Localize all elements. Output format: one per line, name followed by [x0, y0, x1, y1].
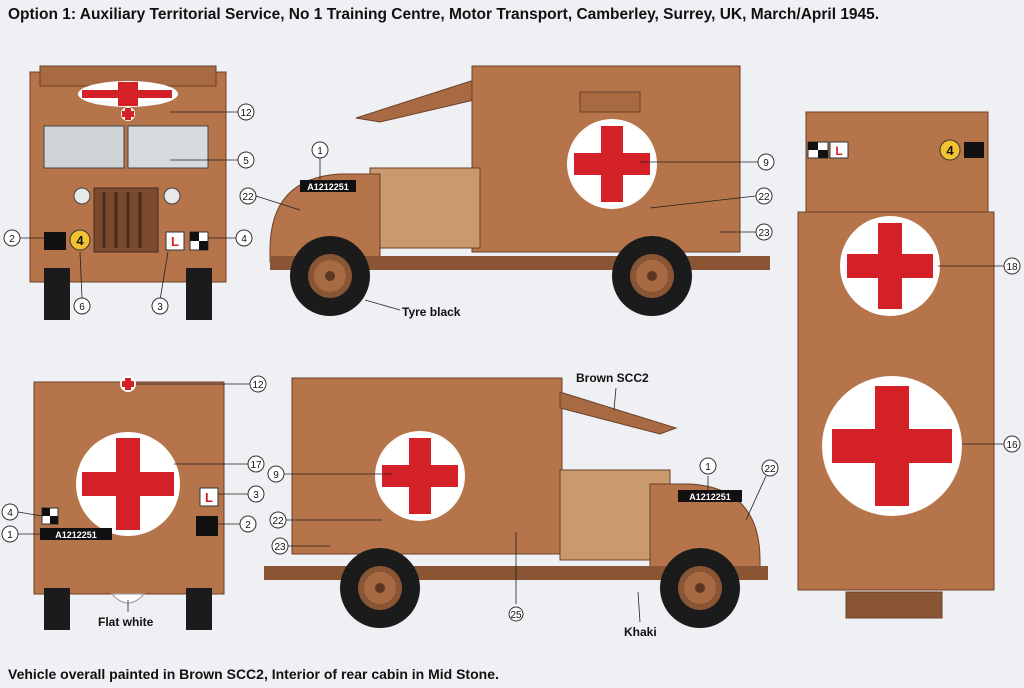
svg-text:6: 6 — [79, 302, 85, 313]
bridge-number: 4 — [76, 233, 84, 248]
callout-2-rear: 2 — [239, 515, 257, 533]
right-cab — [369, 167, 481, 249]
svg-text:18: 18 — [1006, 262, 1018, 273]
callout-2-front: 2 — [3, 229, 21, 247]
callout-22-left-rear: 22 — [269, 511, 287, 529]
label-brown-scc2: Brown SCC2 — [576, 371, 649, 385]
windscreen-left — [43, 125, 125, 169]
callout-16: 16 — [1003, 435, 1021, 453]
callout-4-front: 4 — [235, 229, 253, 247]
leader-lines — [17, 111, 1004, 623]
footer-note: Vehicle overall painted in Brown SCC2, I… — [8, 666, 499, 682]
page-title: Option 1: Auxiliary Territorial Service,… — [8, 6, 880, 23]
svg-text:22: 22 — [758, 192, 770, 203]
learner-letter-front: L — [171, 234, 179, 249]
right-serial: A1212251 — [307, 182, 349, 192]
svg-text:23: 23 — [758, 228, 770, 239]
callout-4-rear: 4 — [1, 503, 19, 521]
svg-text:17: 17 — [250, 460, 262, 471]
callout-3-front: 3 — [151, 297, 169, 315]
svg-text:2: 2 — [9, 234, 15, 245]
svg-text:16: 16 — [1006, 440, 1018, 451]
callout-9-left: 9 — [267, 465, 285, 483]
right-rear-wheel — [612, 236, 692, 316]
svg-text:3: 3 — [157, 302, 163, 313]
callout-3-rear: 3 — [247, 485, 265, 503]
callout-23-right: 23 — [755, 223, 773, 241]
svg-text:22: 22 — [242, 192, 254, 203]
svg-text:1: 1 — [7, 530, 13, 541]
svg-text:23: 23 — [274, 542, 286, 553]
left-front-wheel — [660, 548, 740, 628]
label-flat-white: Flat white — [98, 615, 154, 629]
learner-letter-rear: L — [205, 490, 213, 505]
label-tyre-black: Tyre black — [402, 305, 461, 319]
front-view: 4 L — [29, 65, 227, 320]
right-front-wheel — [290, 236, 370, 316]
svg-text:12: 12 — [240, 108, 252, 119]
callout-1-left: 1 — [699, 457, 717, 475]
learner-plate-front — [165, 231, 185, 251]
callout-1-rear: 1 — [1, 525, 19, 543]
callout-12-front: 12 — [237, 103, 255, 121]
svg-text:2: 2 — [245, 520, 251, 531]
rear-view: L A1212251 — [33, 376, 225, 630]
svg-text:22: 22 — [272, 516, 284, 527]
bridge-plate — [69, 229, 91, 251]
left-serial: A1212251 — [689, 492, 731, 502]
callout-22-left-front: 22 — [761, 459, 779, 477]
top-cab — [805, 111, 989, 215]
callout-23-left: 23 — [271, 537, 289, 555]
left-rear-wheel — [340, 548, 420, 628]
rear-serial: A1212251 — [55, 530, 97, 540]
front-tyre-right — [186, 268, 212, 320]
svg-text:9: 9 — [763, 158, 769, 169]
callout-18: 18 — [1003, 257, 1021, 275]
svg-text:12: 12 — [252, 380, 264, 391]
left-side-view: A1212251 — [264, 377, 768, 628]
callout-17: 17 — [247, 455, 265, 473]
front-tyre-left — [44, 268, 70, 320]
callout-22-right-front: 22 — [239, 187, 257, 205]
svg-text:4: 4 — [241, 234, 247, 245]
svg-text:9: 9 — [273, 470, 279, 481]
callout-9-right: 9 — [757, 153, 775, 171]
svg-text:1: 1 — [705, 462, 711, 473]
callout-6: 6 — [73, 297, 91, 315]
callout-5: 5 — [237, 151, 255, 169]
callout-1-right: 1 — [311, 141, 329, 159]
right-side-view: A1212251 — [269, 65, 770, 316]
top-view: L 4 — [797, 111, 995, 619]
windscreen-right — [127, 125, 209, 169]
svg-text:22: 22 — [764, 464, 776, 475]
svg-text:3: 3 — [253, 490, 259, 501]
svg-text:5: 5 — [243, 156, 249, 167]
callout-25: 25 — [508, 606, 524, 622]
learner-letter-top: L — [835, 144, 842, 158]
label-khaki: Khaki — [624, 625, 657, 639]
svg-text:4: 4 — [7, 508, 13, 519]
svg-text:25: 25 — [510, 610, 522, 621]
callout-22-right-rear: 22 — [755, 187, 773, 205]
svg-text:1: 1 — [317, 146, 323, 157]
bridge-number-top: 4 — [946, 143, 954, 158]
callout-12-rear: 12 — [249, 375, 267, 393]
